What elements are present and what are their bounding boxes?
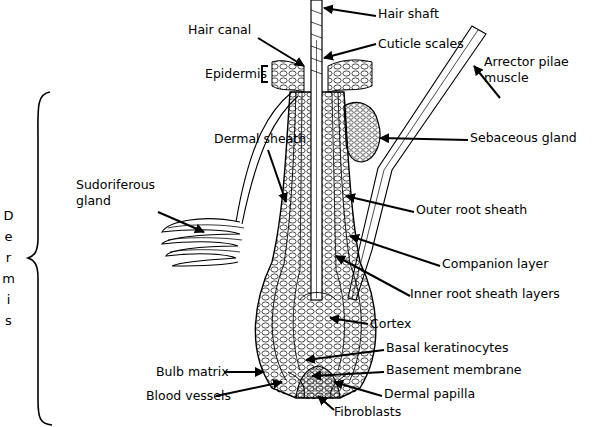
dermis-brace: [28, 92, 52, 425]
part-label: Fibroblasts: [334, 404, 401, 420]
part-label: Basal keratinocytes: [386, 340, 508, 356]
part-label: Blood vessels: [146, 388, 231, 404]
sebaceous-gland: [344, 103, 380, 162]
part-label: Hair canal: [188, 22, 251, 38]
part-label: Sudoriferous gland: [76, 177, 166, 209]
dermal-papilla: [288, 366, 350, 398]
part-label: Epidermis: [205, 66, 267, 82]
part-label: Cortex: [370, 316, 411, 332]
part-label: Dermis: [0, 208, 16, 334]
part-label: Basement membrane: [386, 362, 522, 378]
part-label: Hair shaft: [378, 6, 439, 22]
part-label: Outer root sheath: [416, 202, 527, 218]
part-label: Sebaceous gland: [470, 130, 577, 146]
part-label: Dermal papilla: [384, 386, 475, 402]
part-label: Inner root sheath layers: [410, 286, 560, 302]
part-label: Dermal sheath: [214, 131, 306, 147]
part-label: Arrector pilae muscle: [484, 54, 584, 86]
part-label: Bulb matrix: [156, 364, 229, 380]
part-label: Companion layer: [442, 256, 548, 272]
part-label: Cuticle scales: [378, 36, 464, 52]
hair-shaft: [300, 0, 336, 300]
